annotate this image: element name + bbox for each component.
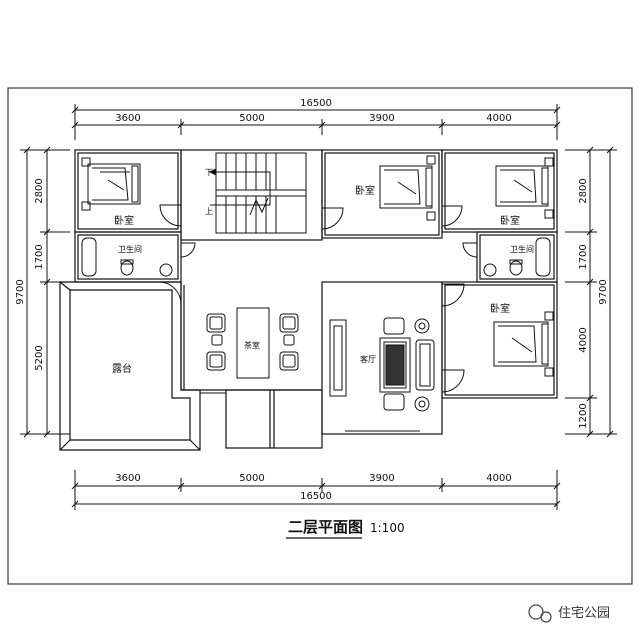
bedroom-right-wall bbox=[441, 281, 558, 399]
bed-top-left bbox=[81, 157, 141, 211]
watermark-logo bbox=[528, 604, 552, 623]
bedroom-top-mid-wall bbox=[321, 149, 443, 239]
right-dim-4: 1200 bbox=[578, 403, 589, 428]
room-label-bedroom-top-mid: 卧室 bbox=[355, 184, 375, 197]
door-terrace bbox=[159, 281, 182, 305]
top-total-dim: 16500 bbox=[300, 98, 332, 109]
room-label-tea-room: 茶室 bbox=[244, 340, 260, 350]
top-dim-4: 4000 bbox=[486, 113, 511, 124]
bottom-dimensions bbox=[71, 470, 561, 510]
right-dimensions bbox=[565, 146, 617, 438]
door-bedroom-top-mid bbox=[321, 207, 344, 230]
bath-fixtures bbox=[81, 237, 551, 277]
right-dim-3: 4000 bbox=[578, 327, 589, 352]
door-bath-left bbox=[180, 242, 196, 258]
right-dim-1: 2800 bbox=[578, 178, 589, 203]
doors bbox=[159, 204, 478, 393]
stair-core-wall bbox=[180, 149, 323, 241]
drawing-title: 二层平面图 bbox=[288, 518, 363, 536]
left-dim-3: 5200 bbox=[34, 345, 45, 370]
top-dim-2: 5000 bbox=[239, 113, 264, 124]
bottom-dim-1: 3600 bbox=[115, 473, 140, 484]
door-living bbox=[441, 369, 465, 393]
stair-down-label: 下 bbox=[205, 168, 213, 177]
stair-up-label: 上 bbox=[205, 207, 213, 216]
left-total-dim: 9700 bbox=[15, 279, 26, 304]
door-bath-right bbox=[462, 242, 478, 258]
staircase bbox=[208, 152, 307, 234]
drawing-scale: 1:100 bbox=[370, 521, 405, 535]
left-dim-2: 1700 bbox=[34, 244, 45, 269]
bottom-dim-3: 3900 bbox=[369, 473, 394, 484]
room-label-bedroom-top-right: 卧室 bbox=[500, 214, 520, 227]
room-label-terrace: 露台 bbox=[112, 362, 132, 375]
room-label-bedroom-top-left: 卧室 bbox=[114, 214, 134, 227]
walls bbox=[59, 149, 558, 451]
bed-icons bbox=[81, 155, 554, 377]
bed-right bbox=[493, 311, 554, 377]
right-dim-2: 1700 bbox=[578, 244, 589, 269]
bottom-total-dim: 16500 bbox=[300, 491, 332, 502]
left-dim-1: 2800 bbox=[34, 178, 45, 203]
room-label-bedroom-right: 卧室 bbox=[490, 302, 510, 315]
left-dimensions bbox=[20, 146, 70, 438]
watermark-text: 住宅公园 bbox=[558, 606, 610, 621]
room-label-living-room: 客厅 bbox=[360, 354, 376, 364]
room-label-bath-right: 卫生间 bbox=[510, 244, 534, 254]
right-total-dim: 9700 bbox=[598, 279, 609, 304]
bottom-dim-2: 5000 bbox=[239, 473, 264, 484]
door-bedroom-right bbox=[441, 283, 465, 307]
bottom-dim-4: 4000 bbox=[486, 473, 511, 484]
bed-top-right bbox=[495, 157, 554, 219]
windows bbox=[74, 149, 558, 435]
bed-top-mid bbox=[379, 155, 436, 221]
drawing-frame bbox=[7, 87, 633, 585]
top-dim-1: 3600 bbox=[115, 113, 140, 124]
tea-table-set bbox=[206, 307, 299, 379]
top-dim-3: 3900 bbox=[369, 113, 394, 124]
living-furniture bbox=[329, 317, 435, 412]
door-bedroom-top-left bbox=[159, 204, 182, 227]
door-bedroom-top-right bbox=[441, 205, 463, 227]
room-label-bath-left: 卫生间 bbox=[118, 244, 142, 254]
top-dimensions bbox=[71, 104, 561, 140]
